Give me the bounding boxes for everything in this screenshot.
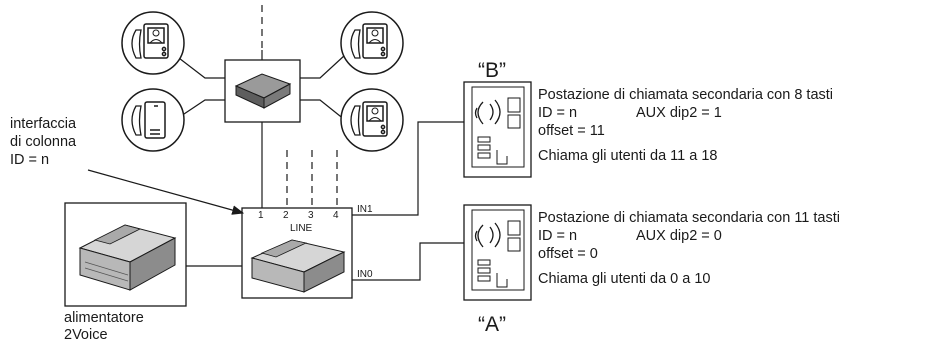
handset-bottom-right bbox=[340, 88, 404, 152]
handset-top-right bbox=[340, 11, 404, 75]
interface-pointer-arrow bbox=[87, 169, 245, 215]
station-a-panel bbox=[463, 204, 532, 301]
riser-distribution-box bbox=[224, 59, 301, 123]
interface-label-line-3: ID = n bbox=[10, 152, 49, 168]
station-b-aux: AUX dip2 = 1 bbox=[636, 105, 722, 121]
power-supply-unit bbox=[64, 202, 187, 307]
port-3-label: 3 bbox=[308, 210, 314, 221]
station-a-tag: “A” bbox=[478, 313, 506, 336]
station-a-id: ID = n bbox=[538, 228, 577, 244]
handset-top-left bbox=[121, 11, 185, 75]
station-b-calls: Chiama gli utenti da 11 a 18 bbox=[538, 148, 718, 164]
station-a-calls: Chiama gli utenti da 0 a 10 bbox=[538, 271, 711, 287]
line-label: LINE bbox=[290, 223, 313, 234]
station-b-title: Postazione di chiamata secondaria con 8 … bbox=[538, 87, 833, 103]
station-b-tag: “B” bbox=[478, 59, 506, 82]
station-a-title: Postazione di chiamata secondaria con 11… bbox=[538, 210, 840, 226]
station-b-id: ID = n bbox=[538, 105, 577, 121]
interface-label-line-2: di colonna bbox=[10, 134, 77, 150]
in0-label: IN0 bbox=[357, 269, 373, 280]
power-supply-label-line-1: alimentatore bbox=[64, 310, 144, 326]
in1-label: IN1 bbox=[357, 204, 373, 215]
power-supply-label-line-2: 2Voice bbox=[64, 327, 108, 343]
station-a-offset: offset = 0 bbox=[538, 246, 598, 262]
station-b-panel bbox=[463, 81, 532, 178]
port-2-label: 2 bbox=[283, 210, 289, 221]
interface-label-line-1: interfaccia bbox=[10, 116, 77, 132]
station-a-aux: AUX dip2 = 0 bbox=[636, 228, 722, 244]
riser-wiring bbox=[174, 5, 464, 281]
column-interface-module bbox=[241, 207, 353, 299]
station-b-offset: offset = 11 bbox=[538, 123, 605, 139]
port-1-label: 1 bbox=[258, 210, 264, 221]
handset-bottom-left bbox=[121, 88, 185, 152]
port-4-label: 4 bbox=[333, 210, 339, 221]
